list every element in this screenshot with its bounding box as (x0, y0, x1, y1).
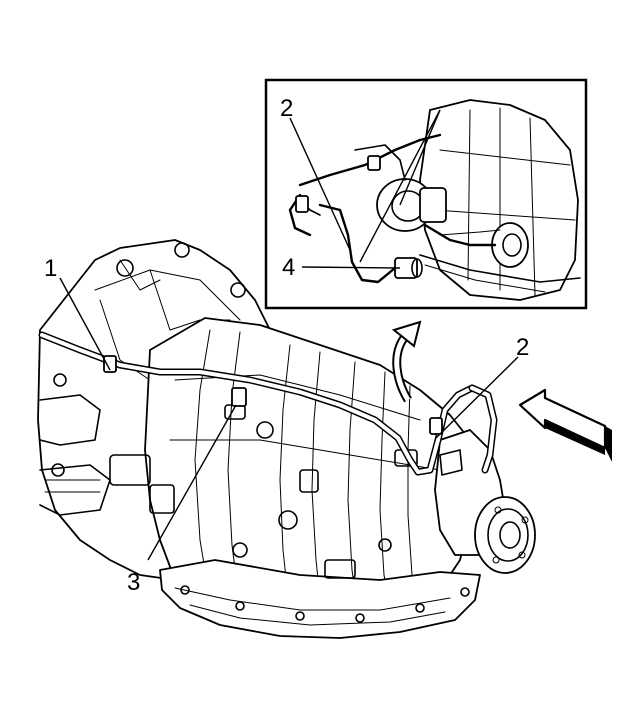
callout-labels: 1 2 3 2 4 (44, 95, 529, 596)
transmission-assembly (37, 239, 536, 639)
front-connectors (39, 394, 175, 516)
callout-4: 4 (282, 254, 295, 281)
harness-clips (103, 355, 443, 435)
output-flange (474, 496, 536, 574)
view-direction-arrow (518, 388, 612, 462)
inset-pointer-arrow (391, 320, 422, 403)
leader-lines (59, 109, 519, 561)
pan-bolts (180, 585, 470, 623)
case-fittings (224, 404, 418, 579)
callout-3: 3 (127, 569, 140, 596)
callout-2-inset: 2 (280, 95, 293, 122)
callout-1: 1 (44, 255, 57, 282)
detail-inset (264, 78, 588, 310)
callout-2-main: 2 (516, 334, 529, 361)
